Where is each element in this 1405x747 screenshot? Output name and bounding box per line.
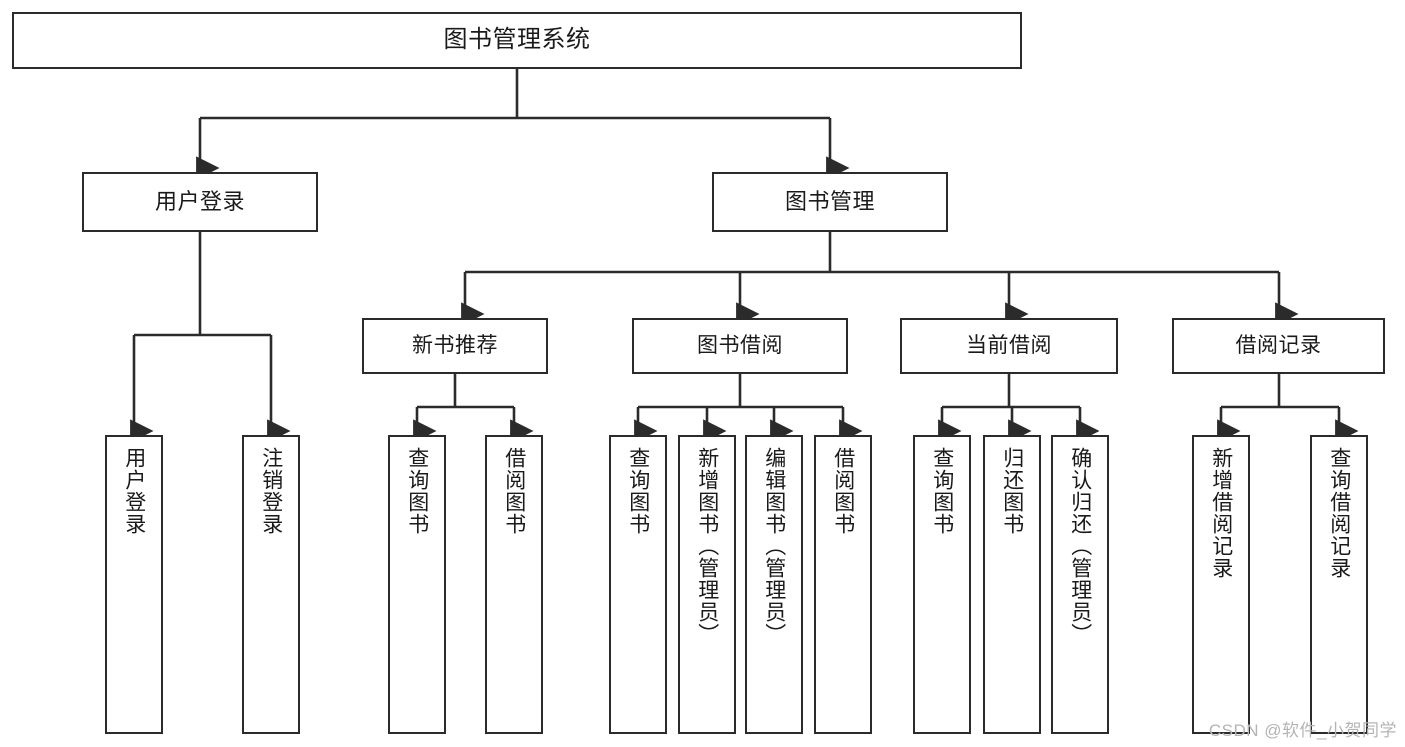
node-label: 图书借阅 [697,333,783,357]
node-label: 注销登录 [259,447,283,535]
node-leaf-user-login[interactable]: 用户登录 [105,435,163,734]
node-leaf-query-book-rec[interactable]: 查询图书 [388,435,446,734]
node-label: 用户登录 [154,189,245,215]
node-label: 新书推荐 [412,333,498,357]
node-user-login[interactable]: 用户登录 [82,172,318,232]
node-book-borrow[interactable]: 图书借阅 [632,318,848,374]
node-label: 编辑图书（管理员） [762,447,786,645]
node-label: 查询图书 [626,447,650,535]
node-label: 确认归还（管理员） [1068,447,1092,645]
node-label: 借阅图书 [502,447,526,535]
node-label: 图书管理 [784,189,875,215]
node-leaf-query-record[interactable]: 查询借阅记录 [1310,435,1368,734]
node-label: 用户登录 [122,447,146,535]
node-label: 查询借阅记录 [1327,447,1351,579]
node-leaf-user-logout[interactable]: 注销登录 [242,435,300,734]
node-label: 图书管理系统 [443,26,591,54]
node-book-manage[interactable]: 图书管理 [712,172,948,232]
node-label: 借阅图书 [831,447,855,535]
node-leaf-borrow-book[interactable]: 借阅图书 [814,435,872,734]
watermark: CSDN @软件_小贺同学 [1208,721,1397,740]
node-leaf-return-book[interactable]: 归还图书 [983,435,1041,734]
node-leaf-edit-book[interactable]: 编辑图书（管理员） [745,435,803,734]
node-label: 新增借阅记录 [1209,447,1233,579]
node-root-system[interactable]: 图书管理系统 [12,12,1022,69]
node-leaf-query-book[interactable]: 查询图书 [609,435,667,734]
node-leaf-add-record[interactable]: 新增借阅记录 [1192,435,1250,734]
node-label: 当前借阅 [966,333,1052,357]
node-current-borrow[interactable]: 当前借阅 [900,318,1118,374]
node-label: 查询图书 [930,447,954,535]
node-label: 新增图书（管理员） [695,447,719,645]
node-label: 归还图书 [1000,447,1024,535]
node-borrow-record[interactable]: 借阅记录 [1172,318,1385,374]
node-leaf-add-book[interactable]: 新增图书（管理员） [678,435,736,734]
node-label: 查询图书 [405,447,429,535]
node-new-book-rec[interactable]: 新书推荐 [362,318,548,374]
node-leaf-query-book-current[interactable]: 查询图书 [913,435,971,734]
node-leaf-confirm-return[interactable]: 确认归还（管理员） [1051,435,1109,734]
node-leaf-borrow-book-rec[interactable]: 借阅图书 [485,435,543,734]
node-label: 借阅记录 [1235,333,1322,357]
